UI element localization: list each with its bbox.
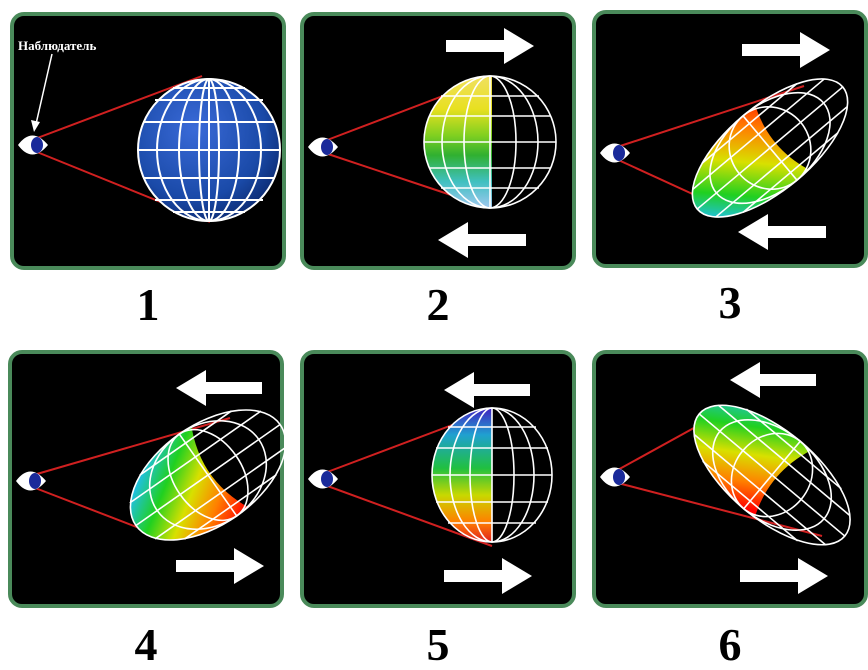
panel-3-diagram [592, 10, 868, 268]
arrow-left-icon [444, 372, 530, 408]
sphere-plain [137, 78, 281, 222]
eye-icon [308, 137, 338, 157]
arrow-right-icon [446, 28, 534, 64]
sight-line-upper [613, 85, 805, 149]
panel-5 [300, 350, 576, 608]
panel-5-diagram [300, 350, 576, 608]
panel-3 [592, 10, 868, 268]
panel-5-number: 5 [426, 619, 450, 670]
arrow-right-icon [444, 558, 532, 594]
eye-icon [600, 143, 630, 163]
sight-line-lower [321, 483, 493, 547]
label-pointer-arrow [35, 53, 53, 125]
panel-1-number: 1 [136, 279, 160, 330]
observer-label: Наблюдатель [18, 38, 96, 53]
eye-icon [16, 471, 46, 491]
arrow-left-icon [738, 214, 826, 250]
sphere-half-colored [423, 75, 557, 209]
sphere-half-colored [431, 407, 553, 543]
panel-2-number: 2 [426, 279, 450, 330]
panel-4-number: 4 [134, 619, 158, 670]
panel-6 [592, 350, 868, 608]
eye-icon [18, 135, 48, 155]
panel-3-number: 3 [718, 277, 742, 328]
panel-4-diagram [8, 350, 284, 608]
panel-2 [300, 12, 576, 270]
panel-4 [8, 350, 284, 608]
arrow-right-icon [742, 32, 830, 68]
sight-line-upper [29, 417, 231, 477]
arrow-left-icon [438, 222, 526, 258]
panel-1: Наблюдатель [10, 12, 286, 270]
panel-6-diagram [592, 350, 868, 608]
sight-line-lower [613, 481, 823, 537]
panel-6-number: 6 [718, 619, 742, 670]
eye-icon [600, 467, 630, 487]
panel-2-diagram [300, 12, 576, 270]
sight-line-upper [31, 75, 203, 141]
arrow-right-icon [176, 548, 264, 584]
arrow-left-icon [176, 370, 262, 406]
arrow-right-icon [740, 558, 828, 594]
arrow-left-icon [730, 362, 816, 398]
panel-1-diagram: Наблюдатель [10, 12, 286, 270]
eye-icon [308, 469, 338, 489]
